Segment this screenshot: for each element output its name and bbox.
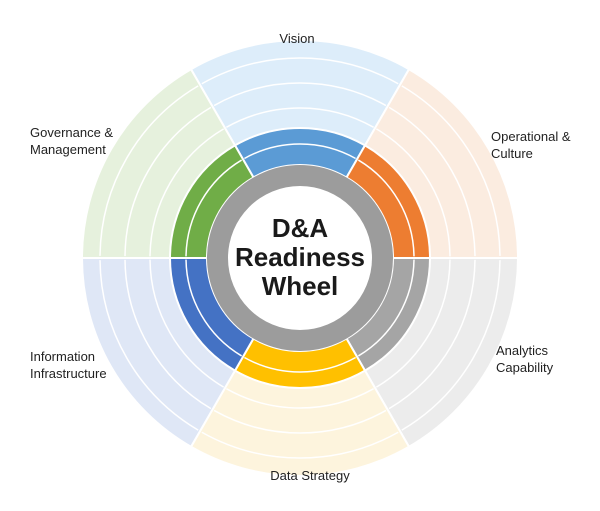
- label-analytics-capability: Analytics Capability: [496, 343, 554, 375]
- outer-guide-ring-analytics-capability-2: [388, 259, 476, 410]
- outer-guide-ring-data-strategy-3: [201, 431, 399, 459]
- label-governance-management-line-1: Governance &: [30, 125, 113, 140]
- center-title-line-1: D&A: [272, 213, 329, 243]
- inner-guide-ring-data-strategy: [244, 356, 356, 373]
- label-analytics-capability-line-1: Analytics: [496, 343, 549, 358]
- label-vision: Vision: [279, 31, 314, 46]
- outer-guide-ring-operational-culture-2: [388, 106, 476, 257]
- hub-center: [228, 186, 372, 330]
- label-governance-management-line-2: Management: [30, 142, 106, 157]
- outer-guide-ring-data-strategy-2: [213, 409, 387, 434]
- outer-guide-ring-governance-management-3: [99, 85, 199, 256]
- inner-guide-ring-operational-culture: [357, 159, 415, 257]
- center-title-line-3: Wheel: [262, 271, 339, 301]
- label-information-infrastructure-line-1: Information: [30, 349, 95, 364]
- outer-guide-ring-vision-1: [225, 107, 375, 128]
- label-information-infrastructure-line-2: Infrastructure: [30, 366, 107, 381]
- label-operational-culture-line-2: Culture: [491, 146, 533, 161]
- center-title-line-2: Readiness: [235, 242, 365, 272]
- outer-guide-ring-analytics-capability-1: [375, 259, 451, 388]
- outer-guide-ring-data-strategy-1: [225, 388, 375, 409]
- segment-labels: Vision Operational & Culture Analytics C…: [30, 31, 574, 483]
- inner-guide-ring-information-infrastructure: [185, 259, 243, 357]
- label-operational-culture: Operational & Culture: [491, 129, 574, 161]
- outer-guide-ring-operational-culture-1: [375, 128, 451, 257]
- label-operational-culture-line-1: Operational &: [491, 129, 571, 144]
- inner-guide-ring-governance-management: [185, 159, 243, 257]
- outer-guide-ring-information-infrastructure-1: [149, 259, 225, 388]
- inner-guide-ring-vision: [244, 143, 356, 160]
- label-data-strategy: Data Strategy: [270, 468, 350, 483]
- outer-guide-ring-operational-culture-3: [401, 85, 501, 256]
- inner-guide-ring-analytics-capability: [357, 259, 415, 357]
- outer-guide-ring-vision-3: [201, 57, 399, 85]
- outer-guide-ring-information-infrastructure-2: [124, 259, 212, 410]
- label-information-infrastructure: Information Infrastructure: [30, 349, 107, 381]
- inner-segments: [168, 127, 432, 389]
- label-data-strategy-line-1: Data Strategy: [270, 468, 350, 483]
- label-vision-line-1: Vision: [279, 31, 314, 46]
- label-analytics-capability-line-2: Capability: [496, 360, 554, 375]
- outer-guide-ring-vision-2: [213, 82, 387, 107]
- outer-guide-ring-governance-management-2: [124, 106, 212, 257]
- label-governance-management: Governance & Management: [30, 125, 117, 157]
- outer-guide-ring-governance-management-1: [149, 128, 225, 257]
- outer-guide-ring-information-infrastructure-3: [99, 260, 199, 431]
- outer-guide-ring-analytics-capability-3: [401, 260, 501, 431]
- hub: D&A Readiness Wheel: [207, 165, 393, 351]
